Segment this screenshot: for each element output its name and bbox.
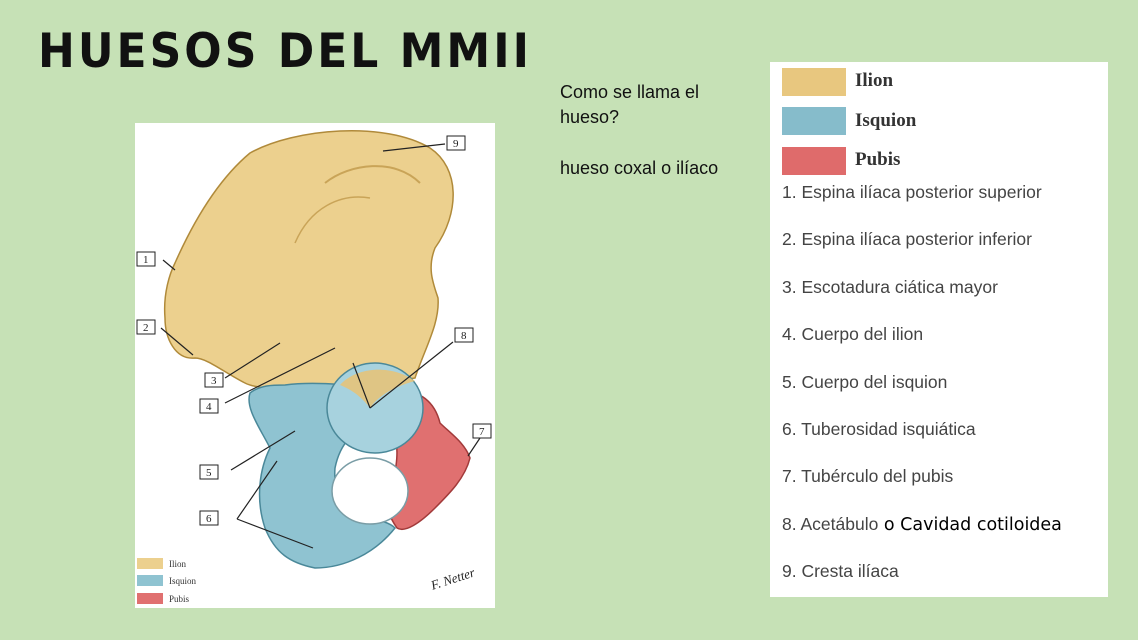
swatch-ilion <box>782 68 846 96</box>
part-8-label: 8. Acetábulo <box>782 513 879 534</box>
obturator-foramen <box>331 457 409 525</box>
swatch-isquion <box>782 107 846 135</box>
callout-9: 9 <box>446 135 466 151</box>
hip-bone-drawing: 1 2 3 4 5 6 7 8 9 Ilion Isquion Pubis F.… <box>136 130 492 604</box>
svg-text:5: 5 <box>206 467 212 479</box>
svg-text:6: 6 <box>206 513 212 525</box>
callout-1: 1 <box>136 251 156 267</box>
mini-legend: Ilion Isquion Pubis <box>137 558 197 604</box>
svg-text:3: 3 <box>211 375 217 387</box>
svg-text:9: 9 <box>453 138 459 150</box>
svg-text:2: 2 <box>143 322 149 334</box>
callout-6: 6 <box>199 510 219 526</box>
svg-text:1: 1 <box>143 254 149 266</box>
list-item-acetabulo: 8. Acetábulo o Cavidad cotiloidea <box>782 514 1062 561</box>
list-item: 5. Cuerpo del isquion <box>782 371 948 392</box>
list-item: 2. Espina ilíaca posterior inferior <box>782 229 1032 250</box>
callout-7: 7 <box>472 423 492 439</box>
artist-signature: F. Netter <box>428 564 478 593</box>
legend-label-isquion: Isquion <box>855 110 917 131</box>
legend-label-pubis: Pubis <box>855 149 901 170</box>
answer-text: hueso coxal o ilíaco <box>560 158 719 178</box>
callout-5: 5 <box>199 464 219 480</box>
hip-bone-illustration: 1 2 3 4 5 6 7 8 9 Ilion Isquion Pubis F.… <box>135 123 495 608</box>
parts-list: 1. Espina ilíaca posterior superior 2. E… <box>782 182 1062 609</box>
svg-text:7: 7 <box>479 426 485 438</box>
ilion-region <box>163 130 454 389</box>
slide-title: HUESOS DEL MMII <box>38 23 532 80</box>
callout-2: 2 <box>136 319 156 335</box>
svg-text:Ilion: Ilion <box>169 559 186 569</box>
list-item: 1. Espina ilíaca posterior superior <box>782 182 1042 202</box>
swatch-pubis <box>782 147 846 175</box>
list-item: 6. Tuberosidad isquiática <box>782 418 976 439</box>
part-8-extra-note: o Cavidad cotiloidea <box>878 514 1062 535</box>
list-item: 3. Escotadura ciática mayor <box>782 276 998 297</box>
svg-text:4: 4 <box>206 401 212 413</box>
svg-text:Pubis: Pubis <box>169 594 190 604</box>
legend-label-ilion: Ilion <box>855 70 894 91</box>
question-text: Como se llama el hueso? <box>560 82 700 127</box>
list-item: 4. Cuerpo del ilion <box>782 324 924 345</box>
callout-3: 3 <box>204 372 224 388</box>
svg-text:8: 8 <box>461 330 467 342</box>
legend-panel: Ilion Isquion Pubis 1. Espina ilíaca pos… <box>770 62 1108 597</box>
svg-text:Isquion: Isquion <box>169 576 197 586</box>
callout-8: 8 <box>454 327 474 343</box>
list-item: 7. Tubérculo del pubis <box>782 466 954 487</box>
callout-4: 4 <box>199 398 219 414</box>
list-item: 9. Cresta ilíaca <box>782 561 899 582</box>
